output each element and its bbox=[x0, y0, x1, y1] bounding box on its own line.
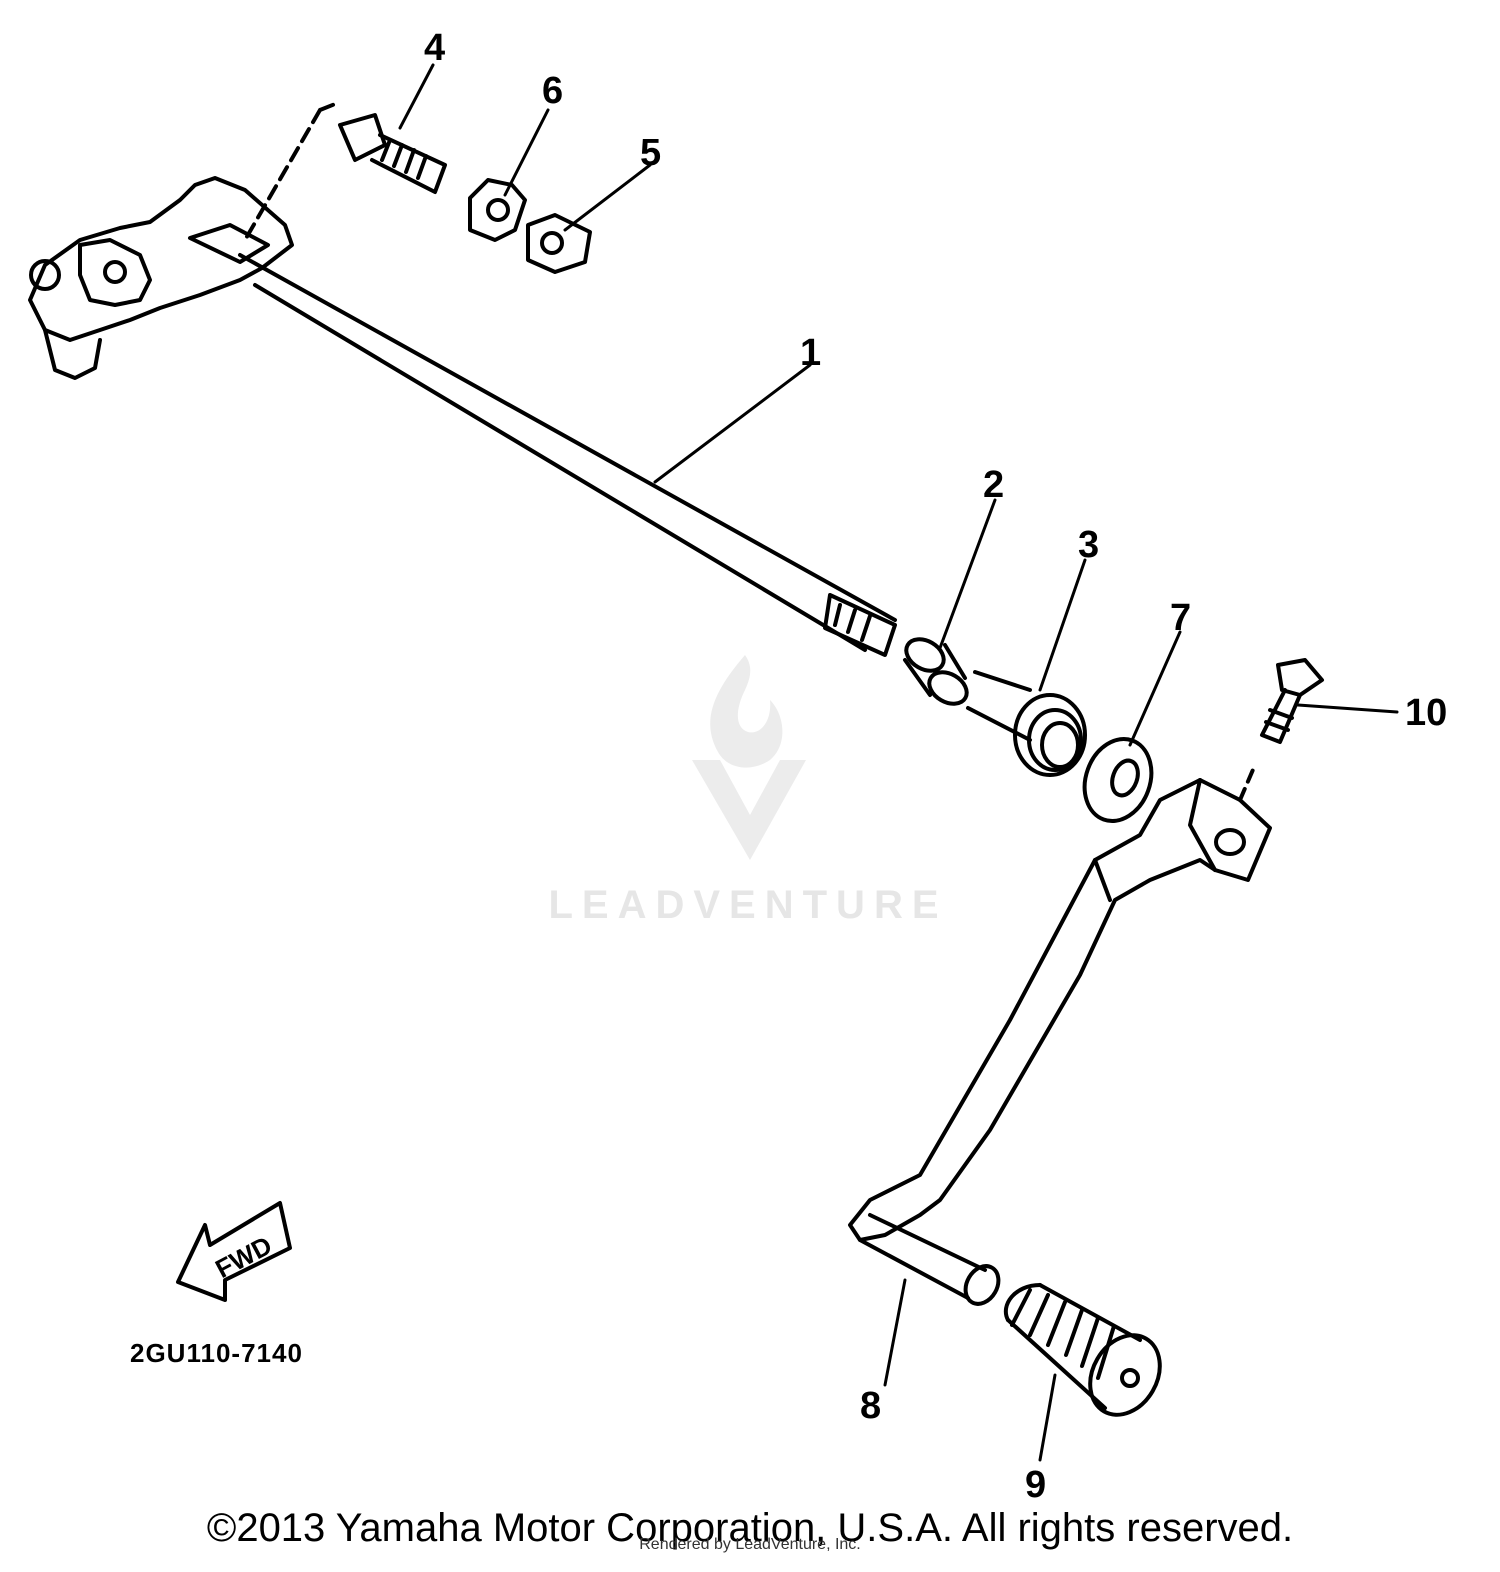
watermark-logo-icon bbox=[692, 655, 806, 860]
callout-4: 4 bbox=[424, 27, 445, 69]
callout-3: 3 bbox=[1078, 524, 1099, 566]
callout-8: 8 bbox=[860, 1385, 881, 1427]
shift-pedal-arm bbox=[848, 763, 1272, 1242]
callout-10: 10 bbox=[1405, 692, 1447, 734]
part-3-spring bbox=[966, 670, 1087, 777]
diagram-code: 2GU110-7140 bbox=[130, 1338, 303, 1368]
part-5-washer bbox=[526, 213, 592, 274]
fwd-arrow-icon bbox=[176, 1201, 292, 1302]
part-6-nut bbox=[468, 178, 527, 242]
watermark: LEADVENTURE bbox=[548, 655, 947, 927]
leader-lines bbox=[398, 63, 1399, 1462]
shift-shaft bbox=[28, 100, 897, 657]
callout-9: 9 bbox=[1025, 1464, 1046, 1506]
copyright-text: ©2013 Yamaha Motor Corporation, U.S.A. A… bbox=[206, 1506, 1294, 1550]
part-4-bolt bbox=[338, 113, 447, 194]
part-8-pin bbox=[858, 1213, 1001, 1306]
callout-5: 5 bbox=[640, 132, 661, 174]
callout-7: 7 bbox=[1170, 597, 1191, 639]
rendered-by-text: Rendered by LeadVenture, Inc. bbox=[639, 1536, 861, 1553]
part-2-collar bbox=[903, 637, 969, 706]
part-9-footpeg bbox=[1003, 1283, 1162, 1417]
callout-1: 1 bbox=[800, 332, 821, 374]
watermark-text: LEADVENTURE bbox=[548, 883, 947, 927]
callout-2: 2 bbox=[983, 464, 1004, 506]
part-10-bolt bbox=[1260, 658, 1324, 744]
callout-6: 6 bbox=[542, 70, 563, 112]
callouts: 1 2 3 4 5 6 7 8 9 10 bbox=[424, 27, 1447, 1506]
